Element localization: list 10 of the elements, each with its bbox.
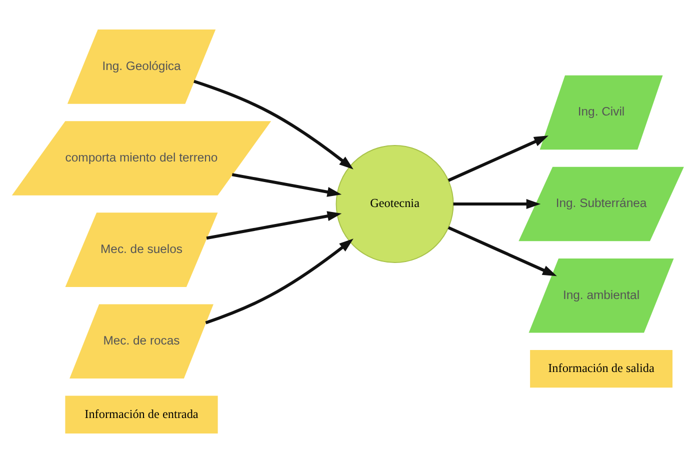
arrow: [205, 238, 354, 324]
arrow: [206, 211, 342, 240]
arrow: [194, 80, 354, 170]
arrow: [232, 173, 342, 197]
node-circle: Geotecnia: [336, 145, 454, 264]
node-box: Información de salida: [530, 350, 672, 388]
arrow: [453, 199, 541, 210]
arrow: [448, 136, 548, 182]
arrow: [448, 226, 557, 276]
node-box: Información de entrada: [65, 396, 218, 434]
